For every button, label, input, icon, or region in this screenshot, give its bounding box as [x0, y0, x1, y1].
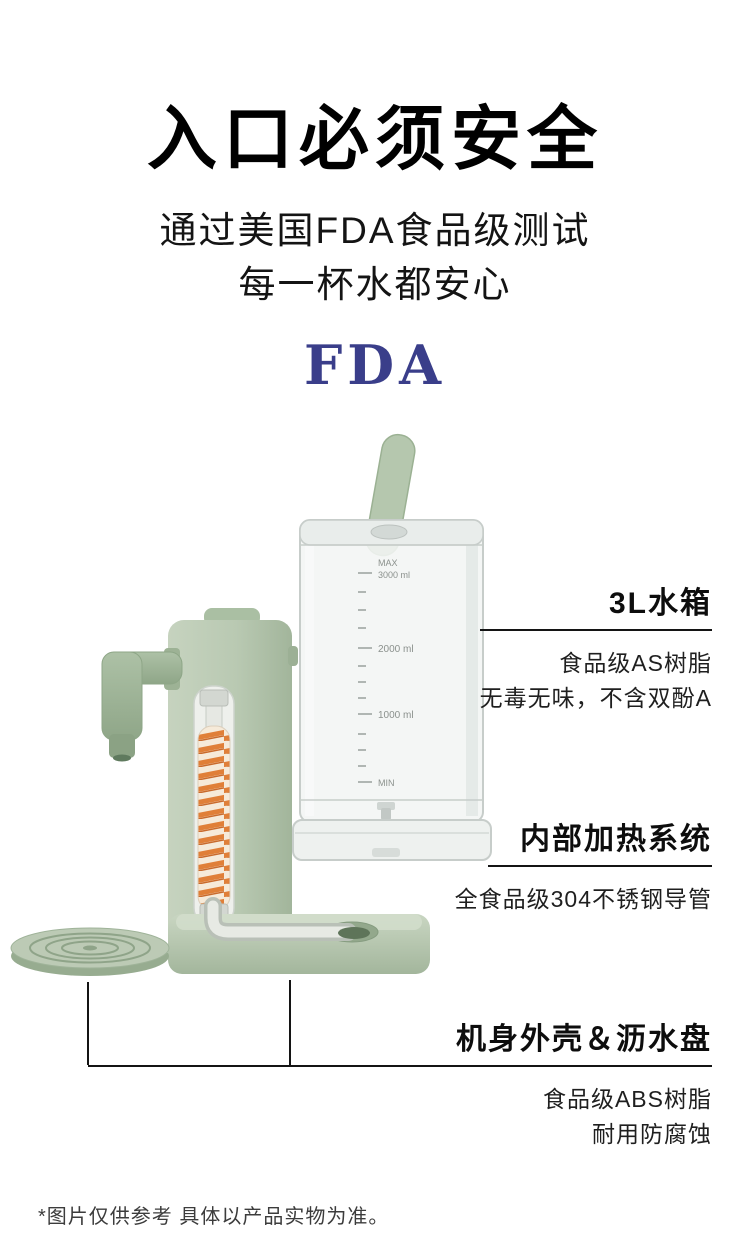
callout-line-tank: [480, 629, 712, 631]
scale-max-value: 3000 ml: [378, 570, 410, 580]
dock-hole-inner: [338, 927, 370, 939]
callout-heater-desc-line1: 全食品级304不锈钢导管: [454, 886, 712, 912]
spout-outlet: [113, 754, 131, 762]
tank-valve: [377, 802, 395, 820]
handle-socket: [370, 524, 408, 540]
drip-tray: [10, 927, 170, 976]
callout-tank-desc-line2: 无毒无味，不含双酚A: [479, 684, 712, 711]
callout-shell-desc-line2: 耐用防腐蚀: [592, 1120, 712, 1147]
callout-tank-desc: 食品级AS树脂 无毒无味，不含双酚A: [480, 646, 712, 716]
tank-scale: MAX 3000 ml 2000 ml 1000 ml MIN: [358, 558, 414, 788]
callout-line-heater: [488, 865, 712, 867]
subtitle-line2: 每一杯水都安心: [238, 264, 512, 305]
callout-shell-desc-line1: 食品级ABS树脂: [542, 1086, 712, 1112]
disclaimer-note: *图片仅供参考 具体以产品实物为准。: [38, 1206, 390, 1228]
water-tank: MAX 3000 ml 2000 ml 1000 ml MIN: [299, 519, 484, 823]
callout-heater-title: 内部加热系统: [520, 823, 712, 856]
scale-min-label: MIN: [378, 778, 395, 788]
scale-mid-value: 2000 ml: [378, 644, 414, 655]
fda-logo: FDA: [303, 333, 447, 397]
callout-line-shell: [88, 1065, 712, 1067]
callout-shell-title: 机身外壳＆沥水盘: [456, 1023, 712, 1056]
water-spout: [101, 648, 183, 762]
heating-coil: [197, 725, 231, 911]
callout-heater-desc: 全食品级304不锈钢导管: [455, 882, 712, 917]
outlet-pipe: [204, 897, 357, 941]
callout-tank-title: 3L水箱: [608, 587, 712, 620]
page-title: 入口必须安全: [147, 100, 603, 178]
scale-low-value: 1000 ml: [378, 710, 414, 721]
scale-max-label: MAX: [378, 558, 398, 568]
product-illustration: MAX 3000 ml 2000 ml 1000 ml MIN: [10, 433, 492, 976]
subtitle-line1: 通过美国FDA食品级测试: [159, 210, 591, 251]
tank-seat: [292, 819, 492, 861]
heating-system: [193, 685, 235, 927]
callout-shell-desc: 食品级ABS树脂 耐用防腐蚀: [543, 1082, 712, 1152]
connector-body: [289, 980, 291, 1065]
callout-tank-desc-line1: 食品级AS树脂: [559, 650, 712, 676]
connector-drip-tray: [87, 982, 89, 1065]
